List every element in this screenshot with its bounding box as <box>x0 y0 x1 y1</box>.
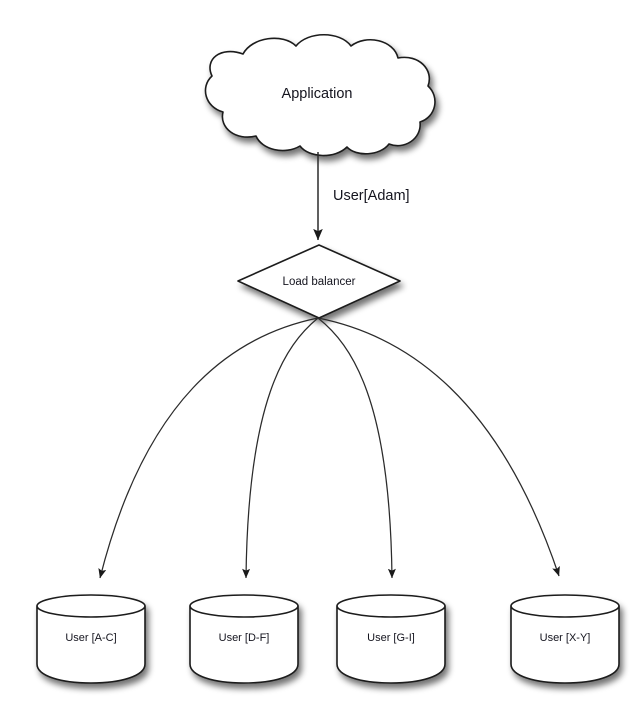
cylinder-body-2 <box>189 606 299 684</box>
node-database-1[interactable]: User [A-C] <box>36 594 146 684</box>
database-label-2: User [D-F] <box>219 632 270 644</box>
cylinder-body-1 <box>36 606 146 684</box>
database-label-1: User [A-C] <box>65 632 116 644</box>
node-database-2[interactable]: User [D-F] <box>189 594 299 684</box>
edge-application-to-balancer: User[Adam] <box>313 152 410 241</box>
node-database-4[interactable]: User [X-Y] <box>510 594 620 684</box>
node-load-balancer[interactable]: Load balancer <box>237 244 401 319</box>
edge-group-balancer-to-databases <box>98 317 560 579</box>
cylinder-top-3 <box>336 594 446 618</box>
cylinder-top-2 <box>189 594 299 618</box>
cylinder-body-4 <box>510 606 620 684</box>
edge-balancer-to-db-2 <box>242 317 319 579</box>
cylinder-top-1 <box>36 594 146 618</box>
node-application[interactable]: Application <box>204 34 436 157</box>
cloud-label: Application <box>282 86 353 102</box>
database-label-4: User [X-Y] <box>540 632 591 644</box>
cylinder-top-4 <box>510 594 620 618</box>
cylinder-body-3 <box>336 606 446 684</box>
edge-balancer-to-db-1 <box>98 317 319 579</box>
diamond-label: Load balancer <box>283 276 356 288</box>
node-database-3[interactable]: User [G-I] <box>336 594 446 684</box>
edge-balancer-to-db-3 <box>317 317 396 579</box>
edge-label-user-adam: User[Adam] <box>333 188 410 204</box>
cloud-shape <box>204 34 436 157</box>
database-label-3: User [G-I] <box>367 632 415 644</box>
edge-balancer-to-db-4 <box>317 317 560 577</box>
